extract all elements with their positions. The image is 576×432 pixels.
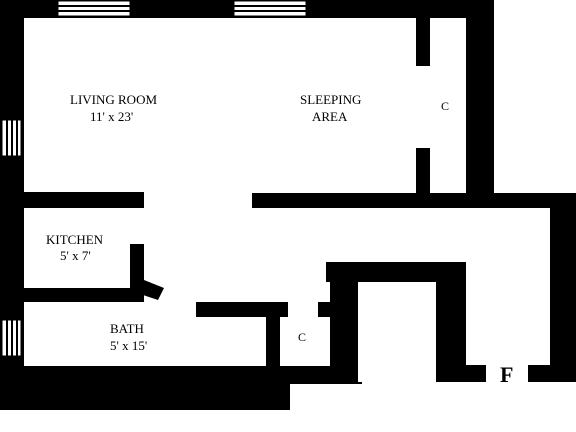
shaft-left xyxy=(330,262,358,382)
bottom-wall-mid xyxy=(122,366,362,384)
kitchen-bath-wall xyxy=(0,288,144,302)
shaft-right xyxy=(436,262,466,382)
sleeping-area-line1: SLEEPING xyxy=(300,92,361,107)
bottom-wall-right-b xyxy=(528,365,576,382)
sleeping-hall-wall xyxy=(252,193,576,208)
window-top-left xyxy=(57,0,131,17)
shaft-top xyxy=(326,262,466,282)
kitchen-door xyxy=(140,280,164,300)
window-top-right xyxy=(233,0,307,17)
closet-wall-top xyxy=(416,18,430,66)
shaft-opening xyxy=(358,282,436,382)
window-left-lower xyxy=(1,319,22,357)
bath-name: BATH xyxy=(110,321,144,336)
right-wall-lower xyxy=(550,193,576,382)
kitchen-side-wall xyxy=(130,244,144,300)
living-room-size: 11' x 23' xyxy=(90,109,133,124)
bath-closet-left xyxy=(266,317,280,367)
kitchen-name: KITCHEN xyxy=(46,232,104,247)
right-wall-upper xyxy=(466,0,494,208)
window-left-upper xyxy=(1,119,22,157)
closet-label-upper: C xyxy=(441,99,449,113)
bath-size: 5' x 15' xyxy=(110,338,147,353)
hall-floor xyxy=(466,208,550,365)
sleeping-area-line2: AREA xyxy=(312,109,348,124)
walls xyxy=(0,0,576,410)
bath-top-wall xyxy=(196,302,288,317)
closet-label-lower: C xyxy=(298,330,306,344)
living-room-name: LIVING ROOM xyxy=(70,92,157,107)
bottom-wall-left xyxy=(0,395,135,410)
living-kitchen-wall xyxy=(0,192,144,208)
kitchen-size: 5' x 7' xyxy=(60,248,91,263)
bottom-wall-right-a xyxy=(436,365,486,382)
closet-wall-bottom xyxy=(416,148,430,194)
floor-marker: F xyxy=(500,362,513,387)
